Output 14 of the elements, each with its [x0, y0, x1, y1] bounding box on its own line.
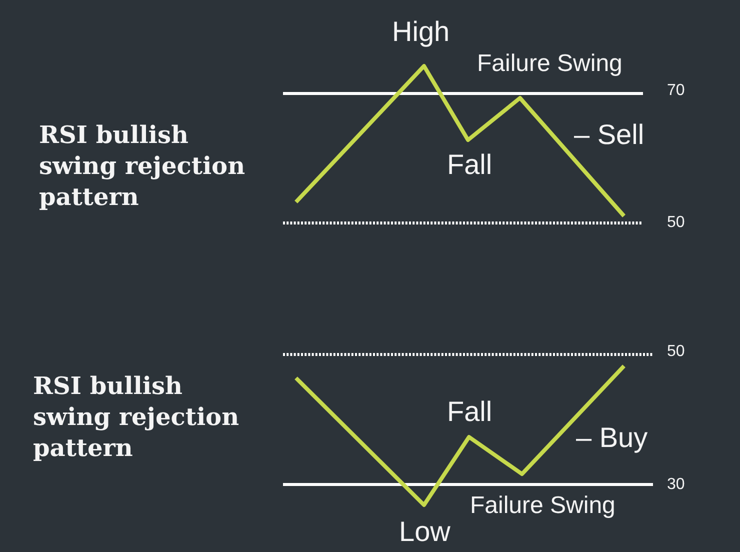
pattern-title: RSI bullish swing rejection pattern	[33, 370, 240, 463]
level-value: 70	[667, 83, 685, 99]
swing-label: Fall	[447, 398, 492, 426]
signal-label: – Buy	[576, 424, 648, 452]
peak-label: High	[392, 18, 450, 46]
signal-label: – Sell	[574, 121, 644, 149]
pattern-label: Failure Swing	[470, 494, 616, 518]
swing-label: Fall	[447, 151, 492, 179]
level-value: 30	[667, 477, 685, 493]
pattern-label: Failure Swing	[477, 52, 622, 76]
level-value: 50	[667, 344, 685, 360]
trough-label: Low	[399, 518, 450, 546]
pattern-title: RSI bullish swing rejection pattern	[39, 119, 246, 212]
level-value: 50	[667, 215, 685, 231]
